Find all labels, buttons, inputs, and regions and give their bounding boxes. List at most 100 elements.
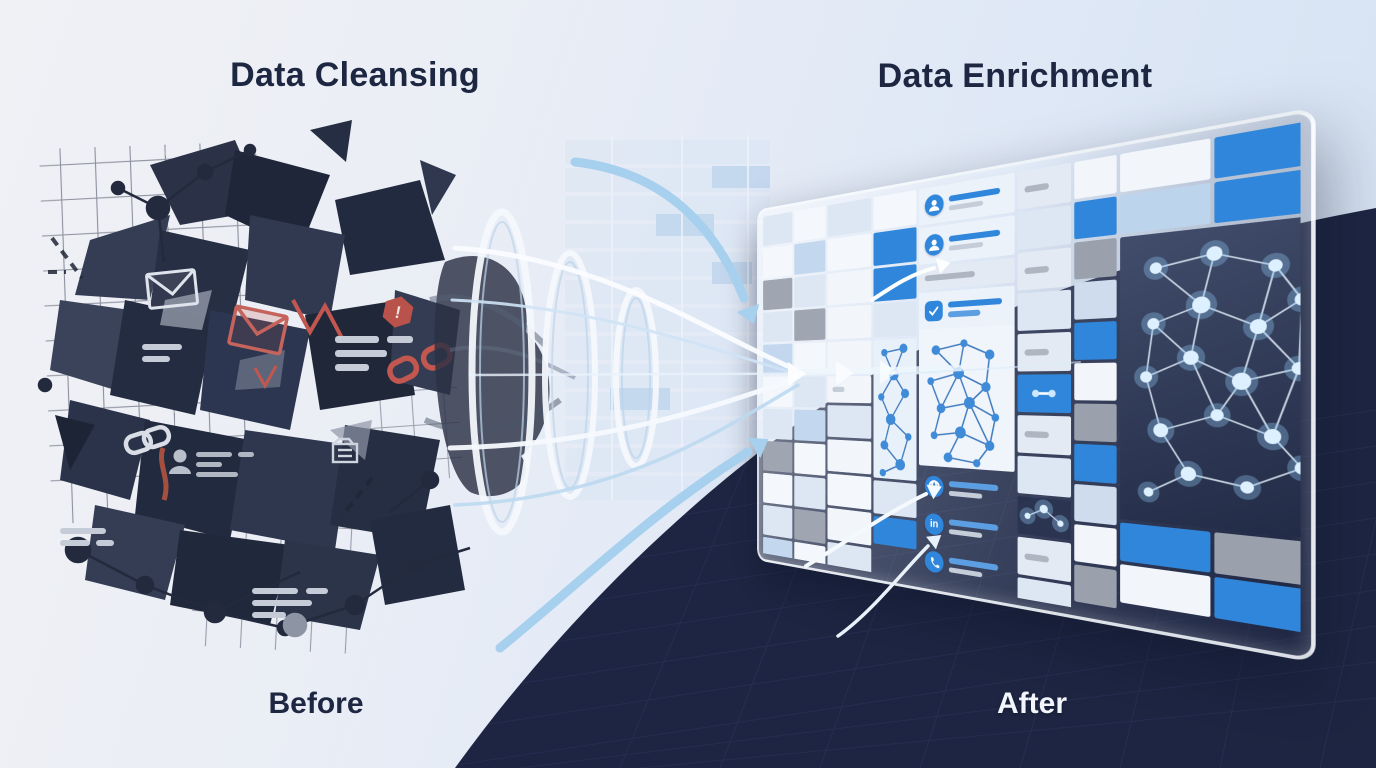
panel-cell-graybar xyxy=(1017,415,1072,456)
panel-cell-lblue xyxy=(794,409,826,442)
panel-cell-m1 xyxy=(1074,403,1117,443)
panel-cell-blue xyxy=(873,227,917,267)
panel-cell-m1 xyxy=(1074,524,1117,567)
panel-cell-blue xyxy=(873,515,917,550)
panel-cell-pale xyxy=(763,408,793,440)
top-curved-arrow xyxy=(570,157,749,303)
warning-hexagon-icon: ! xyxy=(382,296,414,328)
panel-cell-pale xyxy=(827,197,872,238)
text-bar xyxy=(924,270,975,282)
panel-cell-bars xyxy=(827,269,872,306)
panel-cell-lblue xyxy=(763,343,793,375)
enrichment-panel-wrap: in xyxy=(757,106,1316,664)
panel-column-b xyxy=(794,205,826,579)
shard-polygons xyxy=(50,120,465,630)
panel-cell-white xyxy=(763,376,793,407)
text-bars xyxy=(60,336,413,618)
title-data-cleansing: Data Cleansing xyxy=(230,56,480,94)
panel-cell-m1 xyxy=(1074,237,1117,280)
panel-cell-glownet xyxy=(1120,215,1301,540)
text-bar xyxy=(947,297,1002,308)
panel-column-h xyxy=(1120,122,1301,648)
panel-cell-pale xyxy=(794,475,826,510)
text-bar xyxy=(947,309,981,318)
mosaic-cell xyxy=(1120,564,1210,618)
folder-icon xyxy=(331,437,359,464)
person-card xyxy=(169,449,254,477)
ghost-table xyxy=(565,135,770,500)
label-after: After xyxy=(996,687,1068,720)
enrichment-panel: in xyxy=(763,122,1301,648)
panel-cell-white xyxy=(827,233,872,272)
panel-cell-gray3 xyxy=(794,508,826,544)
panel-cell-bars xyxy=(827,439,872,475)
bottom-curved-arrow xyxy=(495,447,753,653)
text-bar xyxy=(948,186,1001,202)
mosaic-cell xyxy=(1120,182,1210,235)
panel-cell-graybar xyxy=(1017,247,1072,291)
network-graph xyxy=(874,343,917,481)
panel-cell-darkdots xyxy=(1017,496,1072,541)
panel-column-c xyxy=(827,197,872,582)
avatar-icon xyxy=(929,239,940,252)
panel-cell-pale xyxy=(1017,289,1072,332)
verified-row xyxy=(918,285,1015,330)
node-network xyxy=(37,143,471,638)
chain-link-icon xyxy=(123,424,172,456)
panel-column-g xyxy=(1074,154,1117,615)
text-bar xyxy=(1024,182,1049,193)
panel-cell-white xyxy=(794,205,826,242)
dash-marks xyxy=(48,236,374,518)
panel-cell-bluelink xyxy=(1017,374,1072,414)
mosaic-cell xyxy=(1213,576,1301,635)
panel-cell-blue xyxy=(873,264,917,302)
panel-cell-pale xyxy=(1017,205,1072,251)
funnel-swirl xyxy=(423,256,576,497)
panel-cell-pale xyxy=(794,376,826,408)
panel-cell-m1 xyxy=(1074,196,1117,240)
panel-column-d xyxy=(873,189,917,580)
panel-cell-m1 xyxy=(1074,443,1117,484)
panel-cell-m1 xyxy=(1074,564,1117,609)
panel-cell-pale xyxy=(873,301,917,338)
label-before: Before xyxy=(268,687,364,720)
linkedin-icon: in xyxy=(924,512,944,537)
text-bar xyxy=(948,490,983,499)
panel-cell-pale xyxy=(1017,455,1072,498)
panel-cell-pale xyxy=(763,504,793,539)
alert-marks xyxy=(159,299,345,501)
panel-cell-white xyxy=(763,244,793,279)
broken-link-icon xyxy=(387,342,453,384)
panel-cell-pale xyxy=(873,480,917,519)
panel-cell-white xyxy=(873,189,917,231)
title-data-enrichment: Data Enrichment xyxy=(877,57,1153,95)
broken-envelope-icon xyxy=(227,304,289,356)
link-cell-icon xyxy=(1031,387,1058,400)
chaos-cluster: ! xyxy=(37,120,471,654)
panel-cell-white xyxy=(827,473,872,511)
text-bar xyxy=(832,386,845,393)
panel-column-a xyxy=(763,211,793,572)
panel-cell-bars xyxy=(827,340,872,374)
svg-text:!: ! xyxy=(393,303,402,323)
phone-icon xyxy=(930,556,939,568)
text-bar xyxy=(1024,265,1049,275)
panel-cell-pale xyxy=(827,405,872,439)
avatar-icon xyxy=(929,199,940,212)
panel-cell-white xyxy=(794,342,826,374)
panel-cell-m1 xyxy=(1074,279,1117,320)
panel-column-e: in xyxy=(918,172,1015,598)
text-bar xyxy=(948,199,984,211)
panel-cell-white xyxy=(794,442,826,476)
globe-icon xyxy=(928,479,940,494)
panel-cell-m1 xyxy=(1074,154,1117,200)
panel-cell-m1 xyxy=(1074,483,1117,526)
panel-cell-m1 xyxy=(1074,320,1117,361)
panel-cell-m1 xyxy=(1074,362,1117,401)
panel-cell-pale xyxy=(763,211,793,247)
envelope-icon xyxy=(145,268,199,310)
text-bar xyxy=(948,566,983,578)
panel-cell-bars xyxy=(827,507,872,546)
glow-network-graph xyxy=(1134,238,1301,504)
